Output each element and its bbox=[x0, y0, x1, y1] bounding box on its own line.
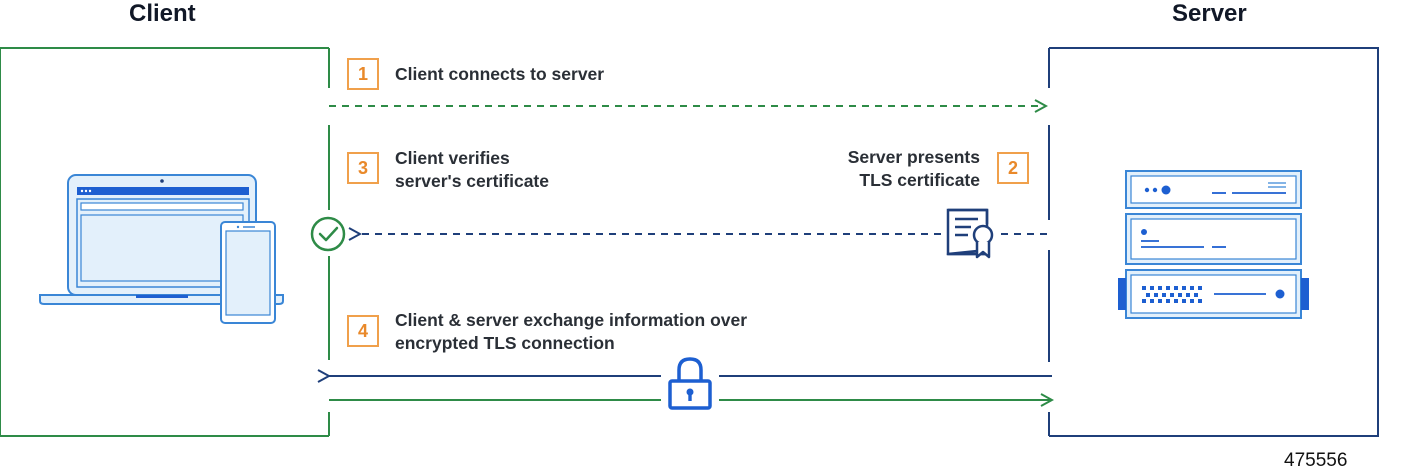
step-3-number: 3 bbox=[347, 152, 379, 184]
server-rack-icon bbox=[1118, 170, 1309, 319]
lock-icon bbox=[668, 357, 712, 410]
laptop-icon bbox=[39, 174, 284, 305]
client-title: Client bbox=[129, 0, 196, 27]
step-4-line-1: Client & server exchange information ove… bbox=[395, 310, 748, 330]
figure-id: 475556 bbox=[1284, 450, 1348, 471]
server-panel bbox=[1048, 47, 1379, 437]
step-2-line-2: TLS certificate bbox=[859, 170, 980, 190]
step-3-line-2: server's certificate bbox=[395, 171, 549, 191]
client-panel bbox=[0, 47, 330, 437]
phone-icon bbox=[220, 221, 276, 324]
server-title: Server bbox=[1172, 0, 1247, 27]
check-circle-icon bbox=[310, 216, 346, 252]
step-1-text: Client connects to server bbox=[395, 64, 605, 84]
certificate-icon bbox=[946, 208, 994, 259]
step-2-line-1: Server presents bbox=[847, 147, 980, 167]
step-4-line-2: encrypted TLS connection bbox=[395, 333, 615, 353]
step-2-number: 2 bbox=[997, 152, 1029, 184]
step-3-line-1: Client verifies bbox=[395, 148, 510, 168]
step-1-number: 1 bbox=[347, 58, 379, 90]
step-4-number: 4 bbox=[347, 315, 379, 347]
